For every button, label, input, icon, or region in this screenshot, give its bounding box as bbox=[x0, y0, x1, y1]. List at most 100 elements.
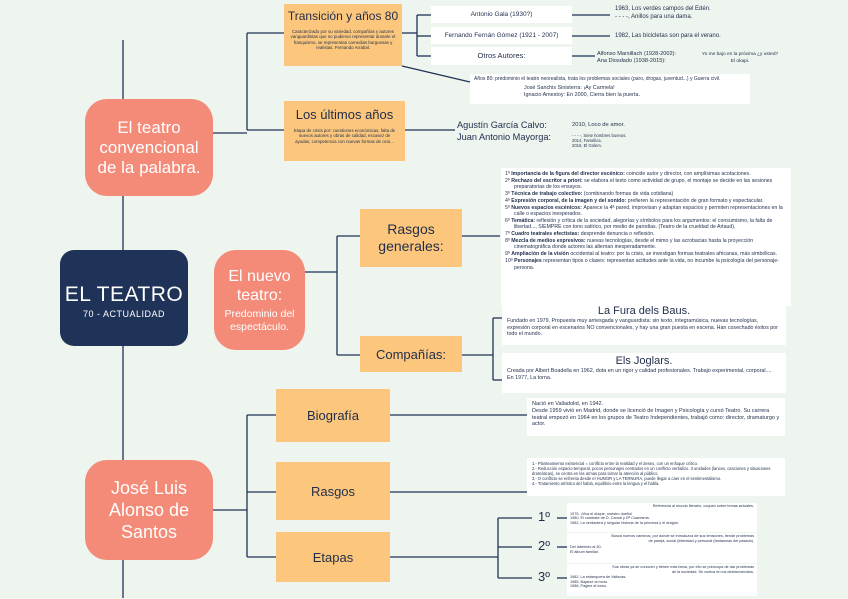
rasgo-item: 8º Mezcla de medios expresivos: nuevas t… bbox=[505, 238, 787, 251]
ultimos-node: Los últimos años Etapa de crisis por: cu… bbox=[284, 101, 405, 161]
gala-works: 1963, Los verdes campos del Edén. - - - … bbox=[615, 6, 711, 20]
otros-label: Otros Autores: bbox=[477, 51, 526, 60]
etapa-1-box: Referencia al mundo literario, coqueo so… bbox=[567, 503, 757, 532]
etapa-1-number: 1º bbox=[538, 509, 550, 524]
etapa-1-works: 1975, ¡Viva el duque, nuestro dueño! 198… bbox=[570, 511, 680, 525]
transicion-desc: Caracterizado por su variedad, compañías… bbox=[290, 29, 396, 51]
rasgos-alonso-text: 1.- Planteamiento existencial = conflict… bbox=[532, 461, 771, 487]
otros-works: Yo me bajo en la próxima ¿y usted? El ok… bbox=[701, 52, 779, 64]
rasgo-text: prefieren la representación de gran form… bbox=[627, 197, 764, 204]
gala-label: Antonio Gala (1930?) bbox=[470, 11, 533, 18]
fura-title: La Fura dels Baus. bbox=[597, 305, 691, 317]
rasgo-item: 10º Personajes representan tipos o clase… bbox=[505, 258, 787, 271]
alonso-title: José Luis Alonso de Santos bbox=[108, 478, 190, 542]
etapa-3-note: Sus obras ya se conocen y tienen más fam… bbox=[612, 565, 754, 574]
rasgo-item: 2º Rechazo del escritor a priori: se ela… bbox=[505, 178, 787, 191]
teatro-convencional-node: El teatro convencional de la palabra. bbox=[85, 99, 213, 196]
rasgo-item: 5º Nuevos espacios escénicos: Aparece la… bbox=[505, 205, 787, 218]
biografia-node: Biografía bbox=[276, 389, 390, 442]
alonso-node: José Luis Alonso de Santos bbox=[85, 460, 213, 560]
otros-box: Otros Autores: bbox=[431, 47, 572, 65]
rasgos-generales-title: Rasgos generales: bbox=[378, 221, 444, 254]
rasgo-heading: Rechazo del escritor a priori: bbox=[511, 177, 585, 184]
rasgo-number: 9º bbox=[505, 251, 512, 258]
teatro-convencional-title: El teatro convencional de la palabra. bbox=[97, 117, 201, 177]
etapa-2-works: Del laberinto al 30. El álbum familiar. bbox=[570, 545, 602, 554]
rasgo-text: occidental al teatro: por la crisis, se … bbox=[570, 251, 778, 258]
fura-box: La Fura dels Baus. Fundado en 1979. Prop… bbox=[502, 303, 786, 345]
rasgo-number: 6º bbox=[505, 218, 512, 225]
joglars-box: Els Joglars. Creada por Albert Boadella … bbox=[502, 353, 786, 393]
rasgo-item: 9º Ampliación de la visión occidental al… bbox=[505, 251, 787, 257]
joglars-title: Els Joglars. bbox=[615, 355, 673, 367]
rasgos-alonso-title: Rasgos bbox=[310, 483, 356, 499]
rasgo-heading: Personajes bbox=[514, 258, 544, 265]
rasgos-alonso-box: 1.- Planteamiento existencial = conflict… bbox=[527, 458, 785, 496]
rasgo-text: representan tipos o clases: representan … bbox=[514, 258, 779, 271]
rasgo-number: 5º bbox=[505, 204, 512, 211]
biografia-title: Biografía bbox=[306, 408, 360, 423]
rasgo-item: 4º Expresión corporal, de la imagen y de… bbox=[505, 198, 787, 204]
anos80-text: Años 80: predominio el teatro neorealist… bbox=[474, 76, 721, 82]
fernan-works: 1982, Las bicicletas son para el verano. bbox=[615, 33, 721, 39]
rasgo-number: 8º bbox=[505, 238, 512, 245]
rasgo-number: 7º bbox=[505, 231, 512, 238]
biografia-box: Nació en Valladolid, en 1942. Desde 1959… bbox=[527, 398, 785, 436]
rasgo-heading: Expresión corporal, de la imagen y del s… bbox=[511, 197, 628, 204]
etapas-title: Etapas bbox=[312, 549, 354, 565]
ultimos-title: Los últimos años bbox=[295, 107, 394, 122]
rasgo-number: 1º bbox=[505, 171, 512, 177]
etapa-1-note: Referencia al mundo literario, coqueo so… bbox=[652, 504, 754, 508]
rasgos-list-box: 1º Importancia de la figura del director… bbox=[501, 168, 791, 306]
rasgo-text: reflexión y crítica de la sociedad, aleg… bbox=[514, 218, 773, 231]
rasgo-heading: Mezcla de medios expresivos: bbox=[511, 238, 588, 245]
rasgo-heading: Ampliación de la visión bbox=[511, 251, 571, 258]
etapa-2-note: Busca nuevos caminos, por donde se intro… bbox=[611, 534, 754, 543]
companias-title: Compañías: bbox=[375, 346, 447, 362]
joglars-text: Creada por Albert Boadella en 1962, dota… bbox=[507, 368, 772, 381]
etapa-2-number: 2º bbox=[538, 538, 550, 553]
rasgo-number: 10º bbox=[505, 258, 515, 265]
nuevo-teatro-title: El nuevo teatro: bbox=[228, 267, 291, 304]
rasgo-item: 3º Técnica de trabajo colectivo: (combin… bbox=[505, 191, 787, 197]
etapa-2-box: Busca nuevos caminos, por donde se intro… bbox=[567, 533, 757, 563]
rasgos-list: 1º Importancia de la figura del director… bbox=[505, 171, 787, 271]
gala-box: Antonio Gala (1930?) bbox=[431, 6, 572, 23]
main-subtitle: 70 - ACTUALIDAD bbox=[82, 309, 166, 319]
fernan-label: Fernando Fernán Gómez (1921 - 2007) bbox=[444, 32, 559, 39]
rasgo-number: 4º bbox=[505, 197, 512, 204]
anos80-box: Años 80: predominio el teatro neorealist… bbox=[470, 74, 750, 104]
biografia-text: Nació en Valladolid, en 1942. Desde 1959… bbox=[532, 401, 780, 428]
rasgo-text: coincide autor y director, con amplísima… bbox=[626, 171, 751, 177]
rasgo-heading: Importancia de la figura del director es… bbox=[511, 171, 627, 177]
rasgo-text: desprende denuncia o reflexión. bbox=[580, 231, 655, 238]
main-title: EL TEATRO bbox=[64, 283, 184, 306]
rasgo-item: 6º Temática: reflexión y crítica de la s… bbox=[505, 218, 787, 231]
companias-node: Compañías: bbox=[360, 336, 462, 372]
transicion-title: Transición y años 80 bbox=[287, 9, 399, 23]
rasgo-text: (combinando formas de vida cotidiana) bbox=[583, 191, 674, 198]
main-node: EL TEATRO 70 - ACTUALIDAD bbox=[60, 250, 188, 346]
transicion-node: Transición y años 80 Caracterizado por s… bbox=[284, 4, 402, 66]
rasgo-item: 1º Importancia de la figura del director… bbox=[505, 171, 787, 177]
rasgo-heading: Temática: bbox=[511, 218, 537, 225]
nuevo-teatro-node: El nuevo teatro: Predominio del espectác… bbox=[214, 250, 305, 350]
rasgo-text: Aparece la 4ª pared, improvisan y adapta… bbox=[514, 204, 783, 218]
rasgo-number: 2º bbox=[505, 177, 512, 184]
rasgo-heading: Cuadro teatrales efectistas: bbox=[511, 231, 581, 238]
rasgos-alonso-node: Rasgos bbox=[276, 462, 390, 520]
ultimos-authors: Agustín García Calvo: Juan Antonio Mayor… bbox=[457, 120, 551, 142]
rasgo-text: nuevas tecnologías, desde el mimo y las … bbox=[514, 238, 754, 251]
sinisterra-text: José Sanchis Sinisterra: ¡Ay Carmela! Ig… bbox=[524, 85, 640, 98]
rasgo-item: 7º Cuadro teatrales efectistas: desprend… bbox=[505, 231, 787, 237]
etapa-3-works: 1982, La estanquera de Vallecas. 1985, B… bbox=[570, 575, 627, 589]
otros-names: Alfonso Marsillach (1928-2002): Ana Dios… bbox=[597, 51, 676, 64]
nuevo-teatro-subtitle: Predominio del espectáculo. bbox=[224, 307, 295, 333]
rasgo-number: 3º bbox=[505, 191, 512, 198]
calvo-works: 2010, Loco de amor. bbox=[572, 122, 625, 128]
etapa-3-box: Sus obras ya se conocen y tienen más fam… bbox=[567, 564, 757, 596]
rasgos-generales-node: Rasgos generales: bbox=[360, 209, 462, 267]
fernan-box: Fernando Fernán Gómez (1921 - 2007) bbox=[431, 27, 572, 44]
rasgo-text: se elabora el texto como actividad de gr… bbox=[514, 177, 773, 191]
